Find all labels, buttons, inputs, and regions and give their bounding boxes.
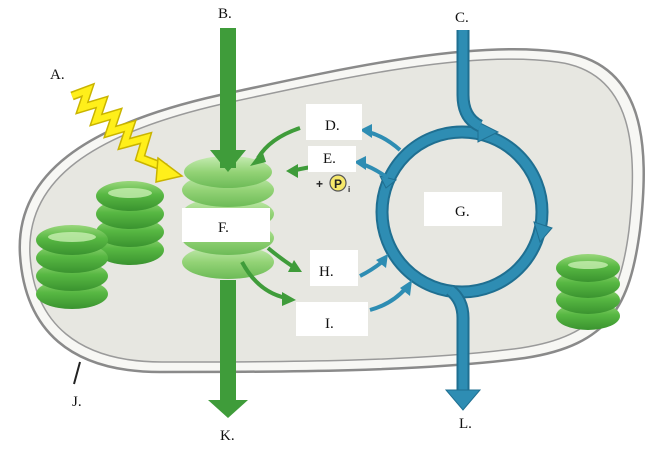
- blue-arrow-h-to-cycle: [359, 254, 388, 278]
- label-box-i: [296, 302, 368, 336]
- label-g: G.: [455, 204, 470, 220]
- phosphate-plus: +: [316, 177, 323, 191]
- blue-arrow-to-d: [360, 124, 402, 152]
- phosphate-symbol: P: [334, 177, 342, 191]
- green-arrow-d-to-stack: [250, 126, 301, 166]
- blue-arrow-to-e: [354, 156, 390, 180]
- label-box-e: [308, 146, 356, 172]
- phosphate-subscript: i: [348, 185, 350, 194]
- blue-arrow-i-to-cycle: [369, 280, 412, 312]
- granum-stack-right: [556, 254, 620, 330]
- pointer-line-j: [73, 361, 81, 385]
- blue-arrow-c-in: [456, 30, 484, 132]
- label-h: H.: [319, 264, 334, 280]
- phosphate-marker: + P i: [316, 174, 350, 194]
- granum-stack-left-front: [36, 225, 108, 309]
- label-a: A.: [50, 67, 65, 83]
- green-arrow-stack-to-h: [266, 246, 302, 272]
- label-i: I.: [325, 316, 334, 332]
- label-b: B.: [218, 6, 232, 22]
- label-d: D.: [325, 118, 340, 134]
- label-box-g: [424, 192, 502, 226]
- label-box-d: [306, 104, 362, 140]
- granum-stack-left-back: [96, 181, 164, 265]
- label-j: J.: [72, 394, 82, 410]
- sunlight-arrow: [70, 82, 184, 183]
- label-f: F.: [218, 220, 229, 236]
- label-l: L.: [459, 416, 472, 432]
- label-e: E.: [323, 151, 336, 167]
- green-arrow-stack-to-i: [240, 261, 296, 306]
- label-k: K.: [220, 428, 235, 444]
- label-box-h: [310, 250, 358, 286]
- label-box-f: [182, 208, 270, 242]
- label-c: C.: [455, 10, 469, 26]
- green-arrow-b-to-k: [208, 28, 248, 418]
- blue-arrow-l-out: [444, 284, 482, 411]
